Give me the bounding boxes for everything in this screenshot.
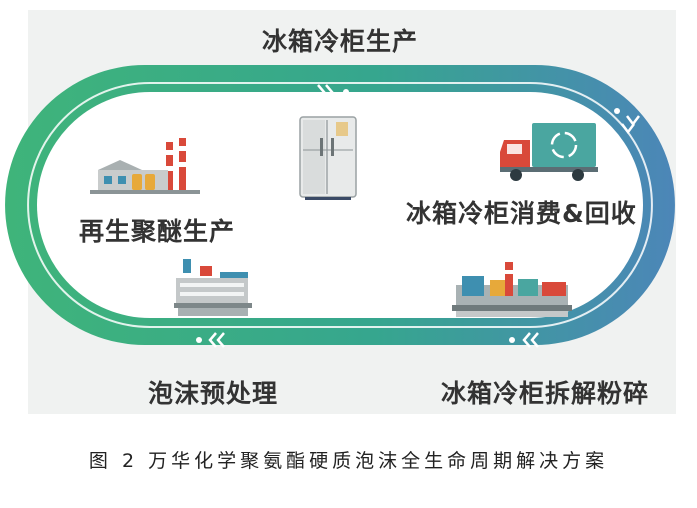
factory-icon — [90, 138, 200, 194]
stage-consumption-recycling: 冰箱冷柜消费&回收 — [406, 199, 637, 228]
dismantling-plant-icon — [452, 262, 572, 317]
arrow-right-icon — [614, 108, 640, 135]
pretreatment-plant-icon — [174, 259, 252, 316]
stage-recycled-polyether-production: 再生聚醚生产 — [79, 217, 236, 246]
arrow-top-icon — [317, 84, 349, 100]
arrow-bottom-right-icon — [509, 332, 539, 348]
stage-dismantling-crushing: 冰箱冷柜拆解粉碎 — [441, 379, 650, 408]
recycling-truck-icon — [500, 123, 598, 181]
refrigerator-icon — [299, 116, 357, 200]
arrow-bottom-left-icon — [196, 332, 225, 348]
figure-caption: 图 2 万华化学聚氨酯硬质泡沫全生命周期解决方案 — [88, 450, 609, 472]
arrow-left-icon — [63, 124, 93, 151]
stage-refrigerator-production: 冰箱冷柜生产 — [262, 27, 419, 56]
stage-foam-pretreatment: 泡沫预处理 — [148, 379, 279, 408]
